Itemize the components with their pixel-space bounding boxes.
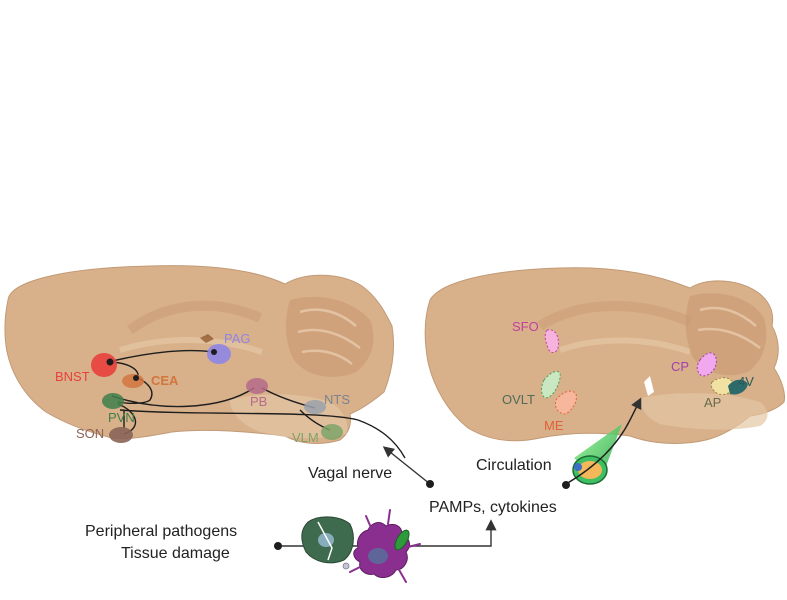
- region-pag: [207, 344, 231, 364]
- region-son: [109, 427, 133, 443]
- line-cea-pvn: [117, 377, 153, 405]
- right-brainstem: [640, 393, 768, 430]
- label-circulation: Circulation: [476, 457, 552, 474]
- label-tissue-damage: Tissue damage: [121, 545, 230, 562]
- vessel-lumen: [578, 461, 602, 479]
- right-ventricle-gap: [644, 376, 654, 396]
- peripheral-origin-dot: [274, 542, 282, 550]
- region-bnst: [91, 353, 117, 377]
- circulation-origin-dot: [562, 481, 570, 489]
- right-cerebellum-folia: [697, 306, 761, 349]
- node-bnst: [106, 358, 114, 366]
- line-bnst-pag: [107, 349, 215, 363]
- label-son: SON: [76, 426, 104, 441]
- circulation-pathway: Circulation: [476, 397, 642, 489]
- left-cerebellum-folia: [297, 308, 361, 365]
- line-vagal: [119, 409, 406, 459]
- region-vlm: [321, 424, 343, 440]
- right-cortex-fold: [537, 300, 693, 331]
- label-cp: CP: [671, 359, 689, 374]
- tissue-nucleus: [318, 533, 334, 547]
- region-sfo: [544, 329, 559, 353]
- particle-small: [342, 562, 350, 570]
- tissue-crack: [317, 521, 333, 561]
- region-nts: [304, 400, 326, 414]
- region-pb: [246, 378, 268, 394]
- macrophage-nucleus: [368, 548, 388, 564]
- label-nts: NTS: [324, 392, 350, 407]
- left-brain-section: BNST CEA PAG PVN SON PB NTS VLM: [4, 265, 406, 459]
- label-pag: PAG: [224, 331, 251, 346]
- left-hippocampus: [119, 337, 263, 355]
- label-sfo: SFO: [512, 319, 539, 334]
- left-cerebellum: [285, 296, 374, 377]
- label-me: ME: [544, 418, 564, 433]
- region-pvn: [102, 393, 124, 409]
- label-ap: AP: [704, 395, 721, 410]
- left-white-matter: [200, 334, 214, 343]
- label-peripheral-pathogens: Peripheral pathogens: [85, 523, 237, 540]
- macrophage-pseudopods: [349, 509, 421, 583]
- region-cea: [122, 374, 144, 388]
- label-cea: CEA: [151, 373, 179, 388]
- line-pvn-pb: [111, 387, 255, 408]
- vagal-arrow: [382, 446, 431, 485]
- label-vlm: VLM: [292, 430, 319, 445]
- label-vagal-nerve: Vagal nerve: [308, 465, 392, 482]
- label-bnst: BNST: [55, 369, 90, 384]
- node-pag: [211, 349, 217, 355]
- right-hippocampus: [559, 337, 691, 355]
- label-ovlt: OVLT: [502, 392, 535, 407]
- circulation-arrow: [565, 397, 642, 485]
- bacterium-icon: [394, 529, 410, 551]
- vessel-cell: [574, 463, 582, 471]
- region-ap: [710, 377, 735, 395]
- label-pamps: PAMPs, cytokines: [429, 499, 557, 516]
- vagal-pathway: Vagal nerve: [308, 446, 434, 488]
- label-pvn: PVN: [108, 410, 135, 425]
- region-cp: [696, 352, 717, 377]
- label-4v: 4V: [738, 374, 754, 389]
- region-4v: [728, 379, 748, 395]
- region-me: [555, 390, 577, 415]
- label-pb: PB: [250, 394, 267, 409]
- right-brain-section: SFO OVLT ME CP AP 4V: [424, 267, 785, 444]
- node-cea: [133, 375, 139, 381]
- region-ovlt: [541, 371, 561, 399]
- vagal-origin-dot: [426, 480, 434, 488]
- left-cortex-fold: [127, 300, 263, 335]
- peripheral-pathway: Peripheral pathogens Tissue damage: [85, 509, 497, 583]
